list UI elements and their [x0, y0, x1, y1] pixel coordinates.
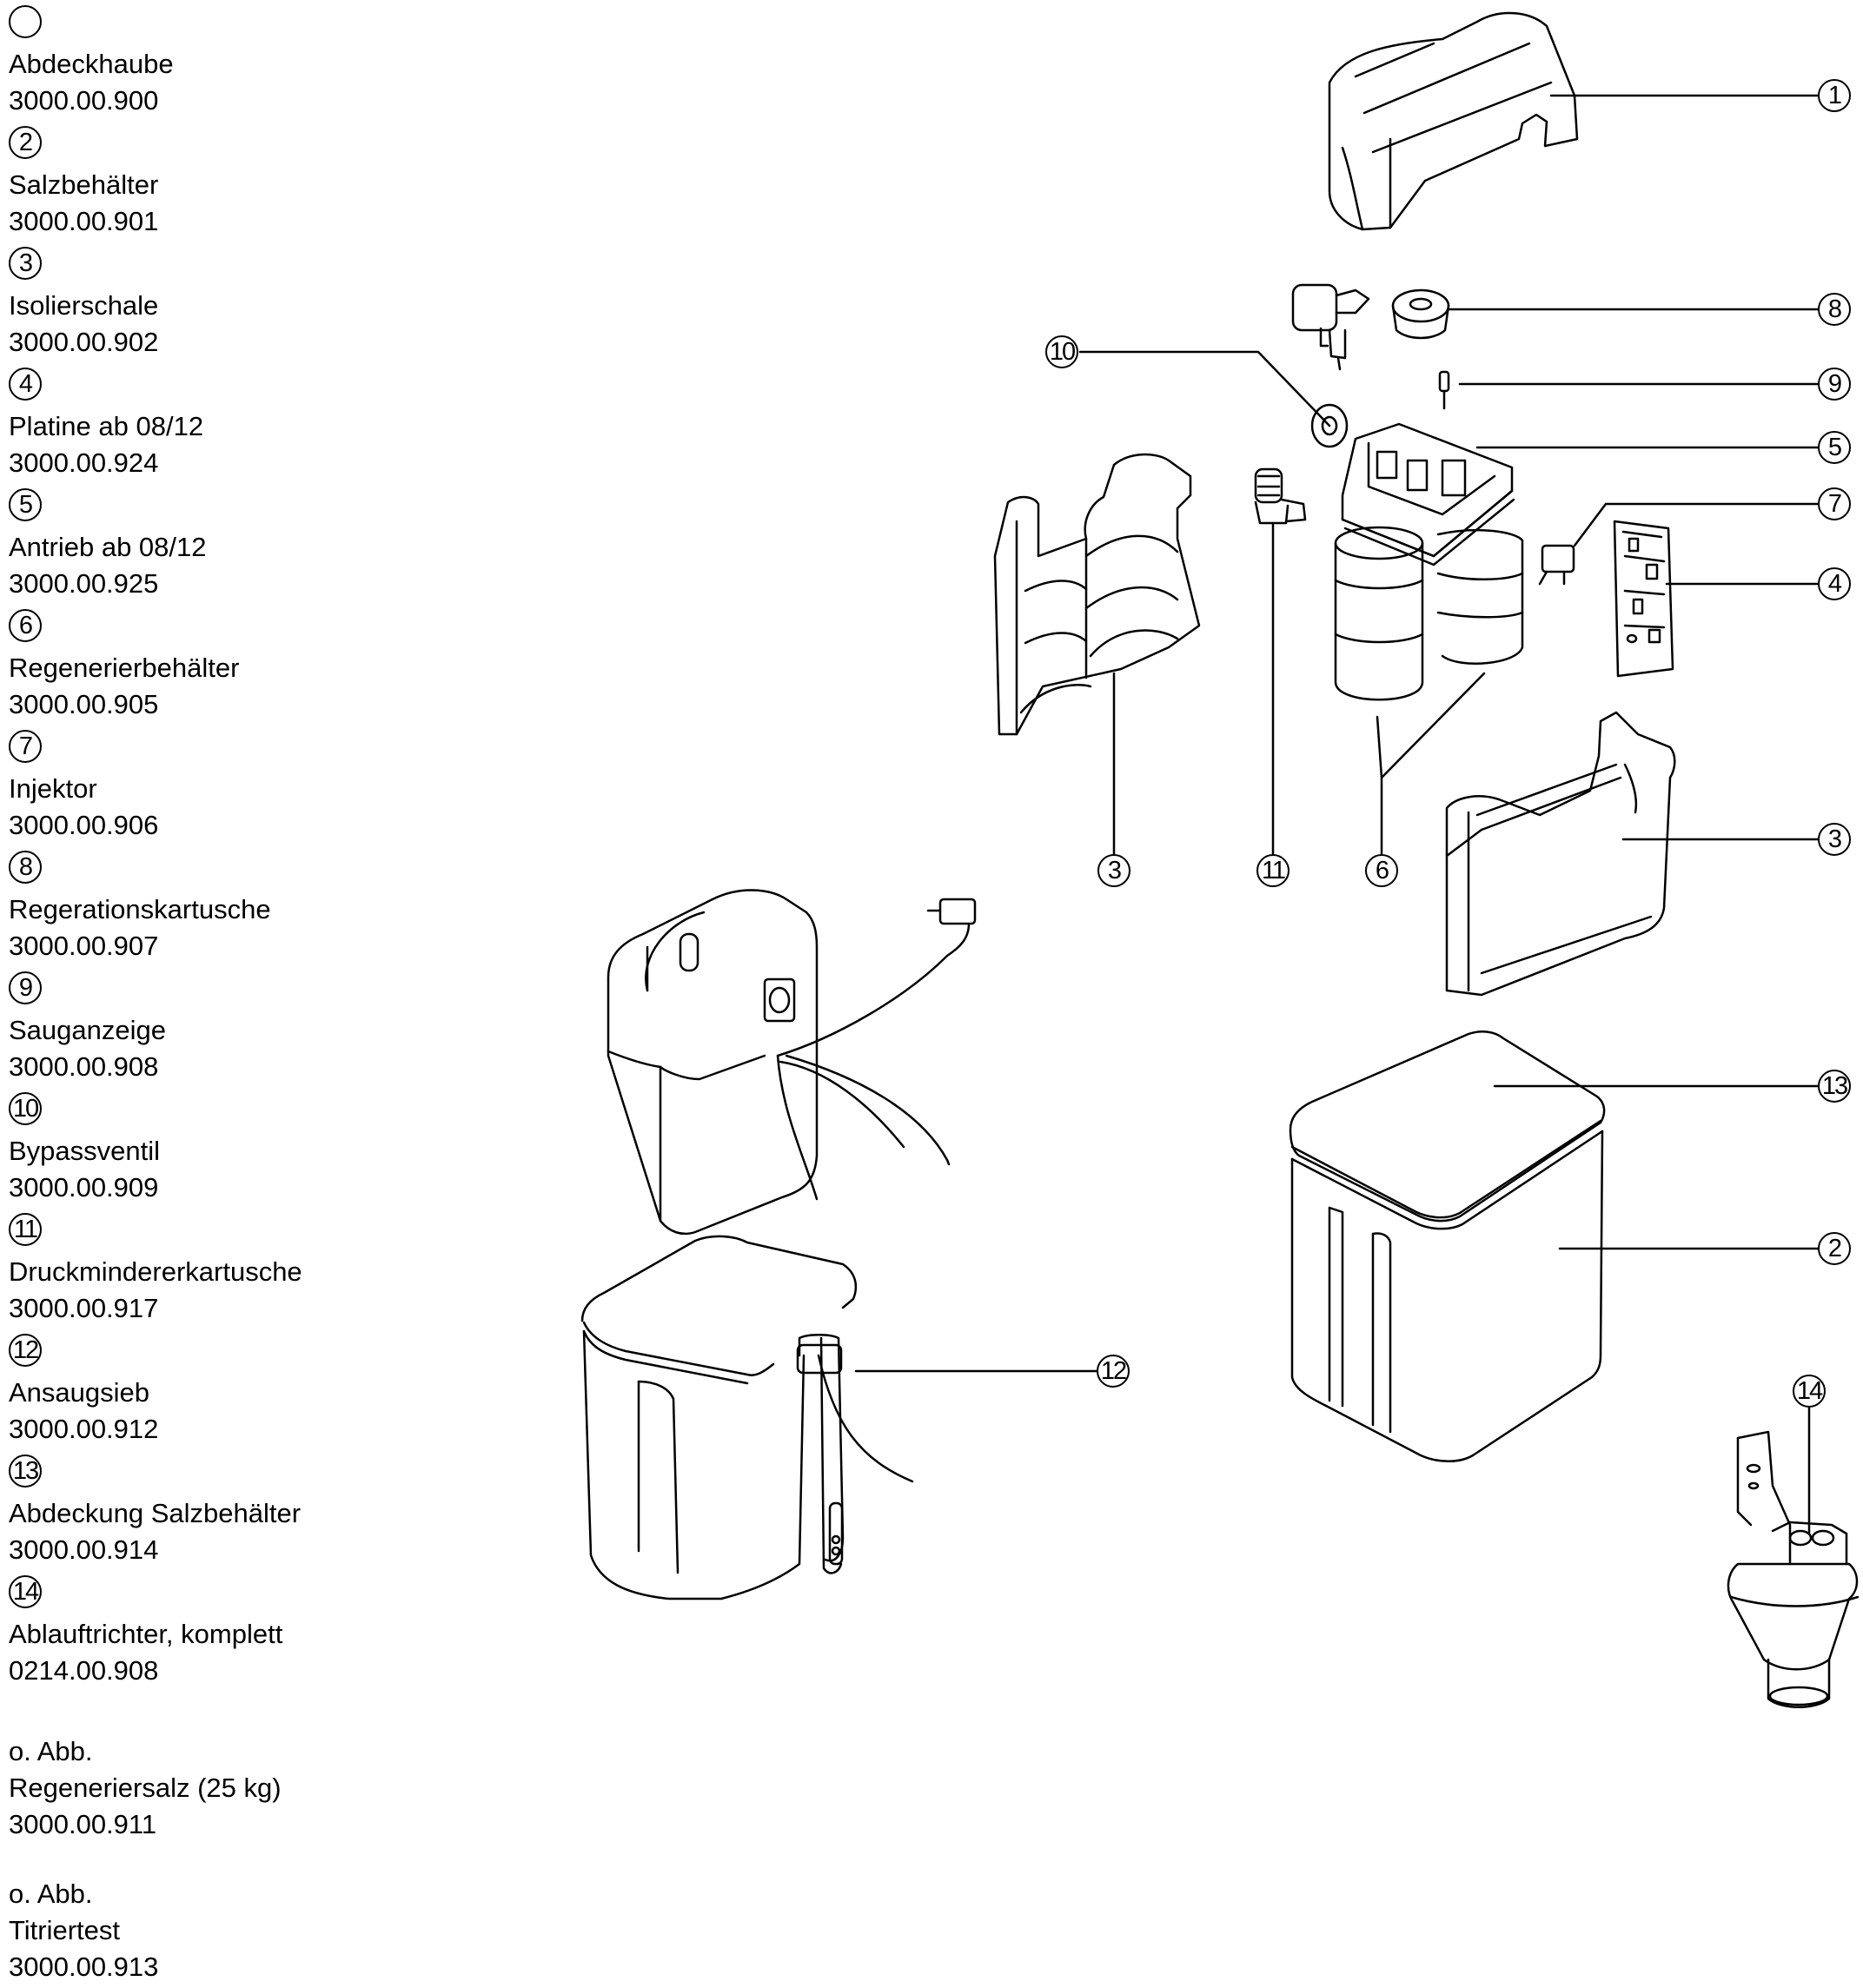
part-number-badge: 7	[9, 730, 42, 763]
part-number-badge	[9, 5, 42, 38]
part-number-badge: 3	[9, 247, 42, 280]
extra-note: o. Abb.	[9, 1879, 93, 1909]
part-name: Ablauftrichter, komplett	[9, 1619, 283, 1649]
part-name: Isolierschale	[9, 290, 159, 321]
part-name: Abdeckung Salzbehälter	[9, 1498, 302, 1528]
part-entry-5: 5 Antrieb ab 08/12 3000.00.925	[7, 488, 372, 609]
callout-3-left: 3	[1097, 854, 1130, 887]
part-code: 3000.00.902	[9, 327, 159, 357]
part-entry-10: 10 Bypassventil 3000.00.909	[7, 1092, 372, 1213]
part-entry-7: 7 Injektor 3000.00.906	[7, 730, 372, 851]
part-name: Sauganzeige	[9, 1015, 166, 1045]
leader-lines	[854, 94, 1820, 1535]
part-name: Regenerierbehälter	[9, 653, 240, 683]
part-name: Platine ab 08/12	[9, 411, 204, 441]
part-name: Regerationskartusche	[9, 894, 271, 924]
part-code: 3000.00.907	[9, 931, 159, 961]
extra-code: 3000.00.913	[9, 1952, 159, 1982]
callout-11: 11	[1256, 854, 1290, 887]
drain-funnel-drawing	[1727, 1430, 1860, 1708]
part-entry-12: 12 Ansaugsieb 3000.00.912	[7, 1334, 372, 1455]
part-entry-14: 14 Ablauftrichter, komplett 0214.00.908	[7, 1575, 372, 1696]
part-name: Ansaugsieb	[9, 1377, 150, 1408]
callout-2: 2	[1818, 1232, 1851, 1265]
extra-entry-salt: o. Abb. Regeneriersalz (25 kg) 3000.00.9…	[9, 1736, 374, 1846]
part-number-badge: 14	[9, 1575, 42, 1608]
parts-list: Abdeckhaube 3000.00.900 2 Salzbehälter 3…	[7, 5, 372, 1696]
extra-name: Regeneriersalz (25 kg)	[9, 1773, 282, 1803]
part-entry-6: 6 Regenerierbehälter 3000.00.905	[7, 609, 372, 730]
callout-13: 13	[1818, 1070, 1851, 1103]
salt-container-drawing	[1290, 1130, 1604, 1462]
part-entry-2: 2 Salzbehälter 3000.00.901	[7, 126, 372, 247]
part-entry-13: 13 Abdeckung Salzbehälter 3000.00.914	[7, 1455, 372, 1575]
bypass-valve-drawing	[1310, 403, 1349, 448]
part-number-badge: 10	[9, 1092, 42, 1125]
part-code: 3000.00.925	[9, 568, 159, 599]
callout-14: 14	[1793, 1375, 1826, 1408]
pressure-reducer-drawing	[1254, 467, 1307, 525]
cover-hood-drawing	[1328, 11, 1579, 231]
part-code: 3000.00.906	[9, 810, 159, 840]
part-code: 3000.00.900	[9, 85, 159, 116]
part-code: 3000.00.905	[9, 689, 159, 719]
part-entry-3: 3 Isolierschale 3000.00.902	[7, 247, 372, 368]
part-entry-11: 11 Druckmindererkartusche 3000.00.917	[7, 1213, 372, 1334]
control-unit-drawing	[1291, 283, 1370, 371]
part-entry-1: Abdeckhaube 3000.00.900	[7, 5, 372, 126]
callout-10: 10	[1045, 335, 1078, 368]
callout-6: 6	[1365, 854, 1398, 887]
circuit-board-drawing	[1613, 520, 1674, 678]
part-code: 0214.00.908	[9, 1655, 159, 1686]
part-code: 3000.00.924	[9, 447, 159, 478]
callout-5: 5	[1818, 431, 1851, 464]
callout-4: 4	[1818, 567, 1851, 600]
extra-code: 3000.00.911	[9, 1809, 157, 1839]
part-code: 3000.00.908	[9, 1051, 159, 1082]
insulation-shell-left-drawing	[993, 453, 1201, 736]
extra-entry-titration: o. Abb. Titriertest 3000.00.913	[9, 1879, 374, 1988]
callout-7: 7	[1818, 487, 1851, 520]
part-number-badge: 13	[9, 1455, 42, 1488]
salt-container-cover-drawing	[1289, 1030, 1606, 1230]
part-name: Bypassventil	[9, 1136, 161, 1166]
callout-9: 9	[1818, 368, 1851, 401]
callout-3-right: 3	[1818, 823, 1851, 856]
part-number-badge: 5	[9, 488, 42, 521]
part-number-badge: 9	[9, 971, 42, 1004]
part-number-badge: 12	[9, 1334, 42, 1367]
extra-note: o. Abb.	[9, 1736, 93, 1766]
part-number-badge: 2	[9, 126, 42, 159]
part-code: 3000.00.909	[9, 1172, 159, 1203]
part-code: 3000.00.901	[9, 206, 159, 236]
insulation-shell-right-drawing	[1445, 711, 1676, 997]
assembled-softener-drawing	[580, 889, 977, 1600]
part-number-badge: 11	[9, 1213, 42, 1246]
drive-assembly-drawing	[1341, 422, 1515, 567]
regeneration-tanks-drawing	[1334, 526, 1524, 701]
part-name: Salzbehälter	[9, 169, 159, 200]
part-name: Injektor	[9, 773, 97, 804]
part-name: Antrieb ab 08/12	[9, 532, 207, 562]
part-name: Abdeckhaube	[9, 49, 174, 79]
part-number-badge: 6	[9, 609, 42, 642]
part-code: 3000.00.912	[9, 1414, 159, 1444]
part-code: 3000.00.917	[9, 1293, 159, 1323]
suction-indicator-drawing	[1438, 370, 1450, 410]
extra-name: Titriertest	[9, 1915, 121, 1945]
part-name: Druckmindererkartusche	[9, 1256, 302, 1287]
part-entry-8: 8 Regerationskartusche 3000.00.907	[7, 851, 372, 971]
callout-8: 8	[1818, 293, 1851, 326]
callout-1: 1	[1818, 79, 1851, 112]
part-entry-9: 9 Sauganzeige 3000.00.908	[7, 971, 372, 1092]
part-code: 3000.00.914	[9, 1534, 159, 1565]
part-number-badge: 4	[9, 368, 42, 401]
regeneration-cartridge-drawing	[1391, 288, 1450, 340]
part-number-badge: 8	[9, 851, 42, 884]
injector-drawing	[1538, 544, 1575, 586]
callout-12: 12	[1097, 1355, 1130, 1388]
part-entry-4: 4 Platine ab 08/12 3000.00.924	[7, 368, 372, 488]
